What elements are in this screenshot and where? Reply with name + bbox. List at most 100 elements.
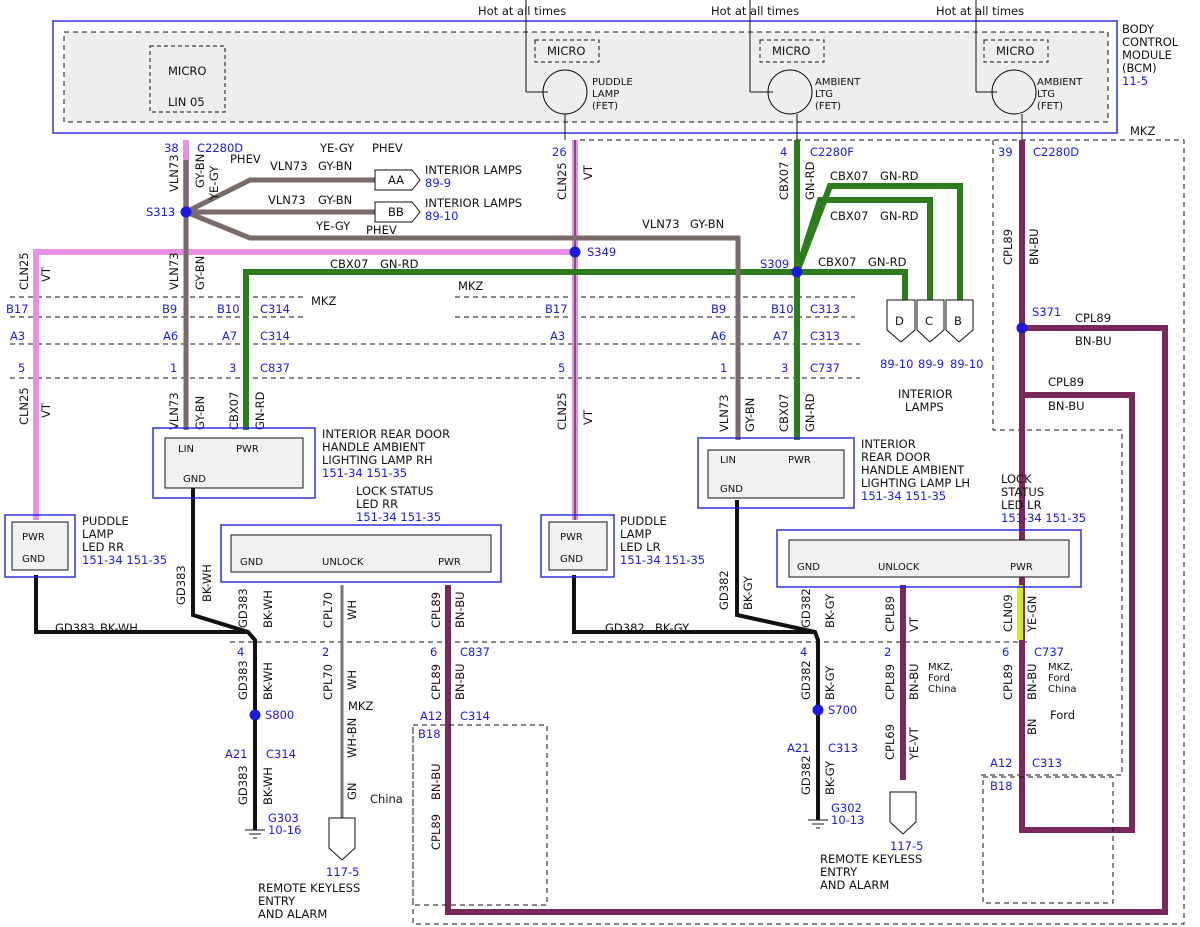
mkz-ford-china-a3: China bbox=[928, 684, 957, 695]
vlbl-gd383-2: GD383 bbox=[236, 588, 250, 628]
hot-label-1: Hot at all times bbox=[478, 4, 566, 18]
vlbl-cln25-1: CLN25 bbox=[17, 252, 31, 290]
pin-38: 38 bbox=[164, 141, 179, 155]
rke-l-2: ENTRY bbox=[258, 894, 296, 908]
mkz-label-mid: MKZ bbox=[458, 279, 483, 293]
bcm-name-3: MODULE bbox=[1122, 48, 1172, 62]
vlbl-bkgy-4: BK-GY bbox=[823, 760, 837, 795]
conn-4-r: 4 bbox=[800, 645, 807, 659]
conn-bb-label: BB bbox=[388, 205, 404, 219]
conn-1-r: 1 bbox=[720, 361, 727, 375]
g302: G302 bbox=[831, 801, 862, 815]
bcm-box bbox=[52, 20, 1118, 134]
conn-3-r: 3 bbox=[781, 361, 788, 375]
pin-39: 39 bbox=[998, 145, 1013, 159]
bcm-lin-label: LIN 05 bbox=[168, 95, 205, 109]
vlbl-gnrd-3: GN-RD bbox=[803, 393, 817, 432]
vlbl-whbn: WH-BN bbox=[345, 718, 359, 758]
lbl-bkgy: BK-GY bbox=[655, 621, 690, 635]
lbl-vln73-b: VLN73 bbox=[268, 193, 306, 207]
splices bbox=[180, 206, 1028, 721]
conn-a7-l: A7 bbox=[222, 329, 237, 343]
lbl-bnbu-a: BN-BU bbox=[1075, 334, 1112, 348]
pdlr-title-3: LED LR bbox=[620, 540, 661, 554]
conn-c313-d: C313 bbox=[1032, 756, 1062, 770]
conn-b18-l: B18 bbox=[418, 727, 441, 741]
lbl-bnbu-b: BN-BU bbox=[1048, 399, 1085, 413]
fet-amb2-1: AMBIENT bbox=[1037, 77, 1083, 88]
lbl-phev-b: PHEV bbox=[366, 223, 397, 237]
bcm-name-2: CONTROL bbox=[1122, 35, 1179, 49]
lbl-vln73-a: VLN73 bbox=[270, 159, 308, 173]
vlbl-cpl70-2: CPL70 bbox=[321, 664, 335, 700]
rke-r-3: AND ALARM bbox=[820, 878, 889, 892]
vlbl-bkwh-1: BK-WH bbox=[200, 564, 214, 602]
vlbl-cln09: CLN09 bbox=[1001, 594, 1015, 632]
vlbl-gd383-3: GD383 bbox=[236, 660, 250, 700]
pin-26: 26 bbox=[552, 145, 567, 159]
lslr-title-2: STATUS bbox=[1001, 485, 1044, 499]
conn-a6-r: A6 bbox=[711, 329, 726, 343]
ground-g302 bbox=[808, 819, 828, 829]
vlbl-cpl69: CPL69 bbox=[883, 724, 897, 760]
china-label: China bbox=[370, 792, 403, 806]
lbl-cbx07-a: CBX07 bbox=[330, 257, 368, 271]
lbl-phev-c: PHEV bbox=[230, 152, 261, 166]
rke-conn-left bbox=[328, 817, 356, 861]
pdlr-title-1: PUDDLE bbox=[620, 514, 667, 528]
vlbl-vln73-1: VLN73 bbox=[167, 154, 181, 192]
conn-b9-l: B9 bbox=[162, 302, 177, 316]
vlbl-bkgy-2: BK-GY bbox=[823, 593, 837, 628]
vlbl-gn: GN bbox=[345, 782, 359, 800]
vlbl-vt-3: VT bbox=[581, 164, 595, 180]
vlbl-bkwh-3: BK-WH bbox=[261, 662, 275, 700]
interior-lamps-1: INTERIOR LAMPS bbox=[425, 163, 522, 177]
conn-2-l: 2 bbox=[322, 645, 329, 659]
vlbl-bnbu-1: BN-BU bbox=[1027, 228, 1041, 265]
lbl-cbx07-d: CBX07 bbox=[818, 255, 856, 269]
fet-puddle-2: LAMP bbox=[592, 89, 619, 100]
vlbl-gd382-3: GD382 bbox=[799, 660, 813, 700]
ford-label: Ford bbox=[1050, 708, 1075, 722]
lbl-gnrd-b: GN-RD bbox=[880, 169, 919, 183]
lbl-bkwh: BK-WH bbox=[100, 621, 138, 635]
vlbl-gybn-3: GY-BN bbox=[193, 396, 207, 430]
conn-a12-r: A12 bbox=[990, 756, 1013, 770]
vlbl-gybn-4: GY-BN bbox=[743, 398, 757, 432]
vlbl-cln25-2: CLN25 bbox=[17, 387, 31, 425]
bcm-ref: 11-5 bbox=[1122, 74, 1148, 88]
conn-aa: AA bbox=[374, 169, 421, 191]
vlbl-gnrd-2: GN-RD bbox=[803, 161, 817, 200]
interior-ref-1: 89-9 bbox=[425, 176, 451, 190]
fet-ambient-2: MICRO AMBIENT LTG (FET) bbox=[975, 39, 1083, 140]
lslr-title-1: LOCK bbox=[1001, 472, 1032, 486]
vlbl-cpl89-2: CPL89 bbox=[429, 592, 443, 628]
ref-89-10-a: 89-10 bbox=[880, 357, 913, 371]
mkz-ford-china-b1: MKZ, bbox=[1048, 662, 1073, 673]
module-pdlr-box bbox=[540, 514, 615, 578]
fet-puddle-micro: MICRO bbox=[547, 44, 585, 58]
lslr-unlock: UNLOCK bbox=[878, 562, 920, 573]
lsrr-unlock: UNLOCK bbox=[322, 557, 364, 568]
fet-amb2-2: LTG bbox=[1037, 89, 1055, 100]
g302-ref: 10-13 bbox=[831, 813, 864, 827]
conn-c737-a: C737 bbox=[810, 361, 840, 375]
splice-s700: S700 bbox=[828, 703, 857, 717]
lsrr-ref: 151-34 151-35 bbox=[356, 510, 441, 524]
conn-4-l: 4 bbox=[237, 645, 244, 659]
vlbl-vln73-2: VLN73 bbox=[167, 252, 181, 290]
conn-d-label: D bbox=[895, 314, 904, 328]
vlbl-cpl89-1: CPL89 bbox=[1001, 229, 1015, 265]
conn-a6-l: A6 bbox=[163, 329, 178, 343]
lh-gnd: GND bbox=[720, 484, 743, 495]
lbl-gd382: GD382 bbox=[605, 621, 645, 635]
conn-c-label: C bbox=[925, 314, 933, 328]
lbl-cbx07-c: CBX07 bbox=[830, 209, 868, 223]
lslr-pwr: PWR bbox=[1010, 562, 1033, 573]
lbl-gnrd-c: GN-RD bbox=[880, 209, 919, 223]
lbl-gybn-a: GY-BN bbox=[318, 159, 352, 173]
fet-puddle-3: (FET) bbox=[592, 101, 618, 112]
bcm-name: BODY bbox=[1122, 22, 1155, 36]
rke-l-3: AND ALARM bbox=[258, 907, 327, 921]
conn-3-l: 3 bbox=[229, 361, 236, 375]
